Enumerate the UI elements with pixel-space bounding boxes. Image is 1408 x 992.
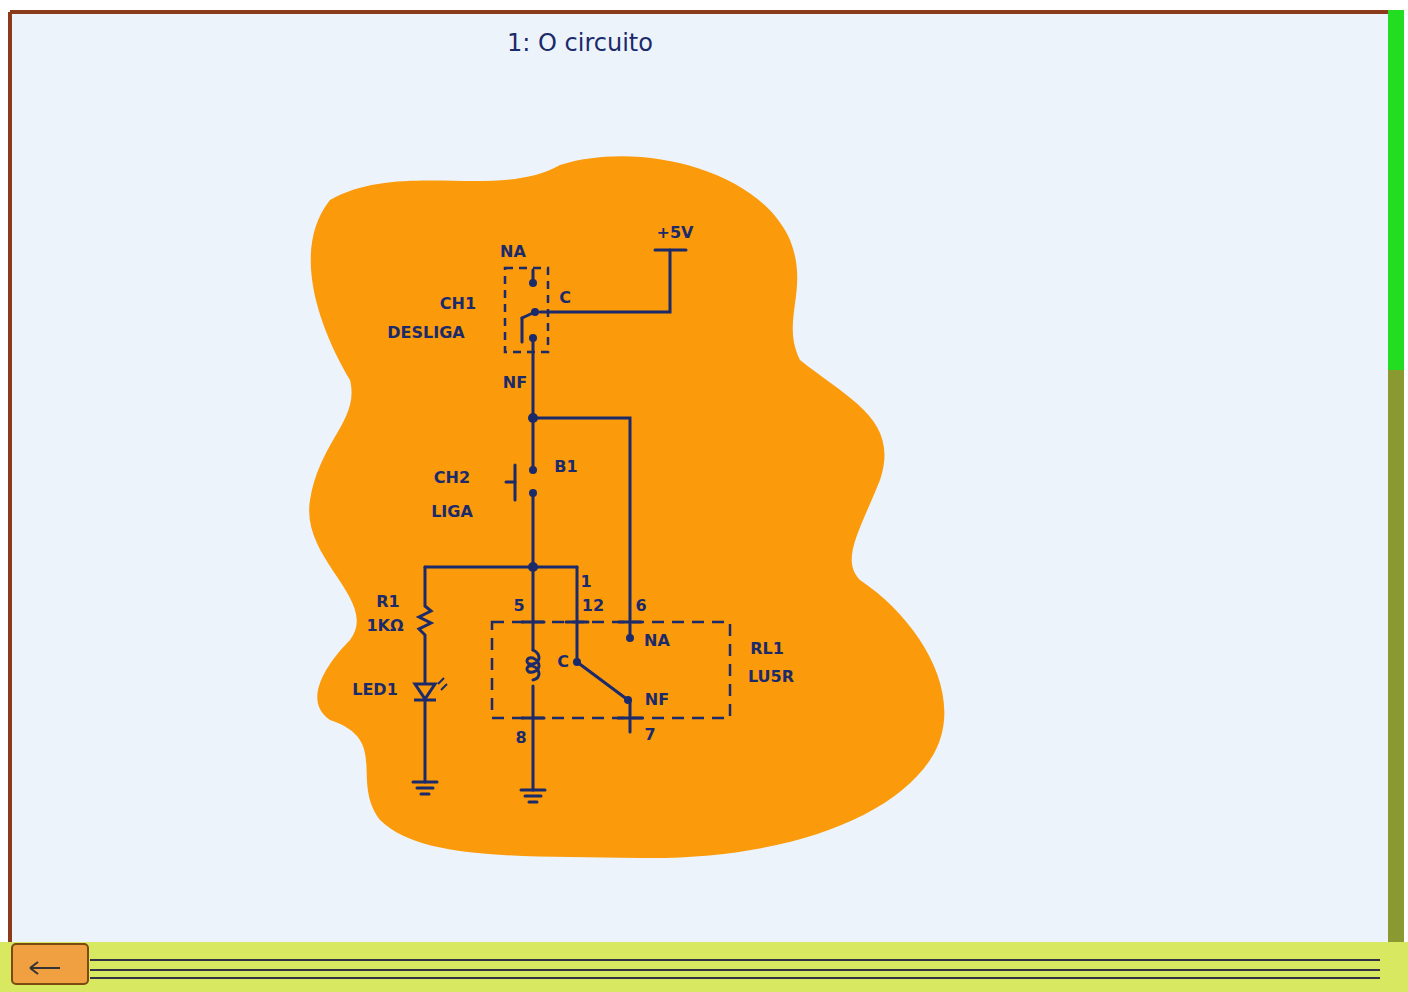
back-arrow [30,962,60,974]
bottom-bar [0,942,1408,992]
part-label: LIGA [431,504,473,520]
part-name: LED1 [352,682,398,698]
pin-number: 7 [644,727,655,743]
side-strip [1388,370,1404,950]
bottom-bar-line [90,969,1380,971]
pin-number: 1 [580,574,591,590]
pin-label: NF [645,692,669,708]
led-symbol [414,699,436,702]
pin-number: 6 [635,598,646,614]
part-name: CH1 [440,296,476,312]
side-strip [1388,10,1404,370]
highlight-blob [309,156,944,858]
pin-number: 8 [515,730,526,746]
pin-label: NF [503,375,527,391]
board-frame [10,10,1388,14]
part-label: DESLIGA [387,325,464,341]
bottom-bar-line [90,977,1380,979]
part-name: CH2 [434,470,470,486]
led-rays [438,678,447,690]
pin-label: C [557,654,569,670]
value-label: 1KΩ [366,618,403,634]
junction-dots [528,279,634,704]
switch-housing [505,268,548,352]
back-button [12,944,88,984]
bottom-bar-line [90,959,1380,961]
pin-label: NA [500,244,526,260]
part-label: LU5R [748,669,794,685]
pin-label: C [559,290,571,306]
part-name: RL1 [750,641,784,657]
pin-number: 5 [513,598,524,614]
pin-number: 12 [582,598,604,614]
diagram-title: 1: O circuito [507,31,653,55]
part-name: R1 [376,594,399,610]
board-frame [8,12,12,942]
board [10,12,1388,942]
supply-label: +5V [657,225,694,241]
relay-housing [492,622,730,718]
pin-label: NA [644,633,670,649]
part-name: B1 [554,459,577,475]
led-symbol [415,684,435,699]
